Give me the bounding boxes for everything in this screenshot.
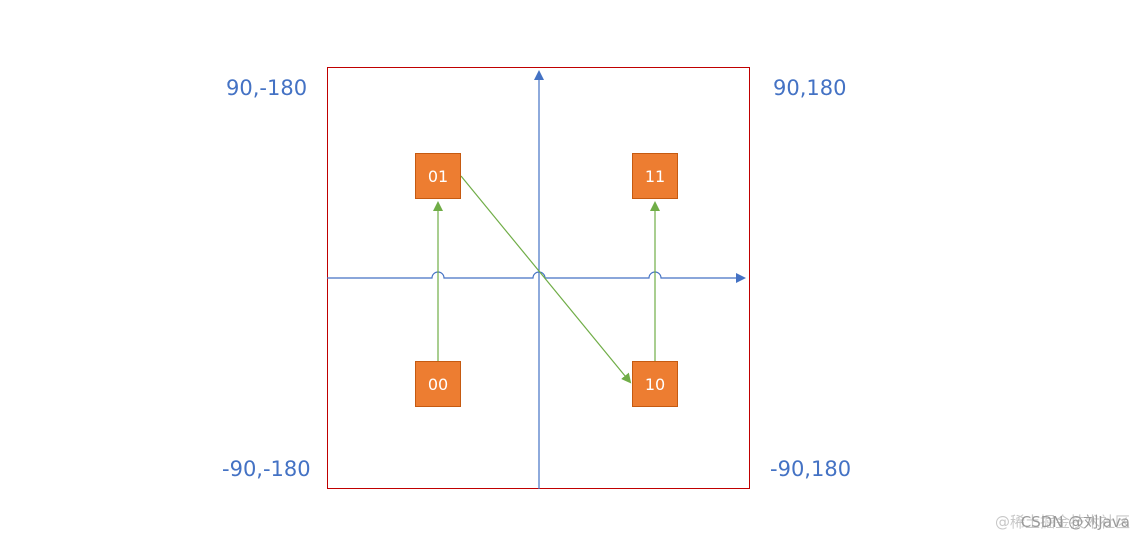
watermark-juejin: @稀土掘金技术社区 (994, 513, 1130, 531)
cell-00: 00 (415, 361, 461, 407)
arrow-01-to-10 (460, 175, 632, 384)
horizontal-axis (327, 271, 746, 283)
cell-01: 01 (415, 153, 461, 199)
watermark: @稀土掘金技术社区 CSDN @刘Java (995, 511, 1130, 532)
watermark-csdn: CSDN @刘Java (1020, 513, 1130, 531)
corner-label-top-left: 90,-180 (226, 76, 308, 100)
corner-label-top-right: 90,180 (773, 76, 847, 100)
cell-11: 11 (632, 153, 678, 199)
corner-label-bottom-left: -90,-180 (222, 457, 311, 481)
corner-label-bottom-right: -90,180 (770, 457, 852, 481)
cell-10: 10 (632, 361, 678, 407)
